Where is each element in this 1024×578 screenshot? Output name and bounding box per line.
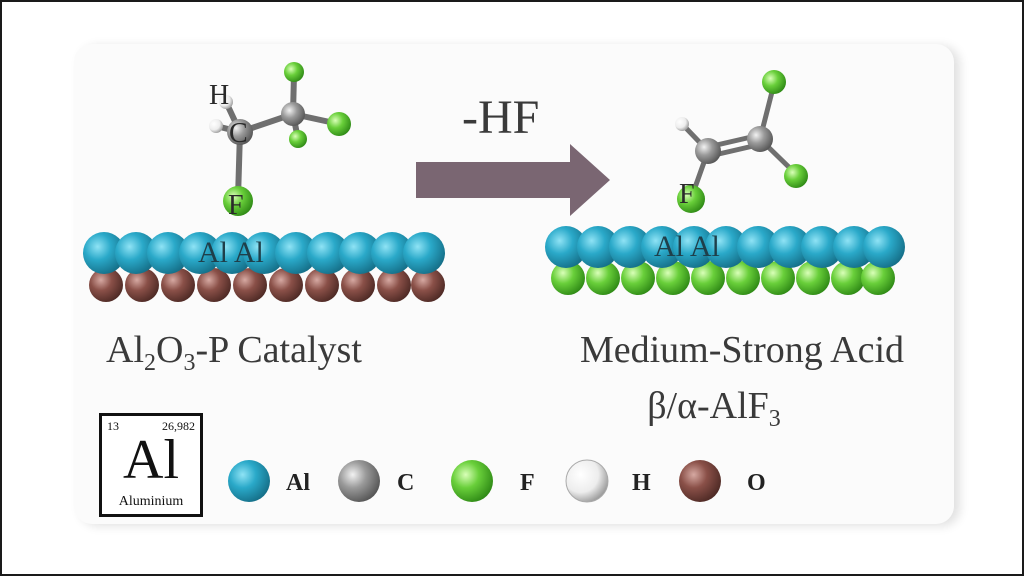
legend-swatch-h bbox=[565, 459, 609, 503]
legend-swatch-al bbox=[228, 460, 270, 502]
left-f-atom-adsorbed bbox=[223, 186, 253, 216]
left-c-atom-1 bbox=[227, 119, 253, 145]
right-c-atom-2 bbox=[747, 126, 773, 152]
left-atom-label-c: C bbox=[229, 118, 248, 149]
right-caption-line2: β/α-AlF3 bbox=[647, 385, 781, 432]
legend-label-h: H bbox=[632, 470, 651, 496]
left-surface-o-row bbox=[89, 268, 445, 302]
right-molecule-bonds bbox=[681, 81, 799, 199]
right-surface-al-row bbox=[545, 226, 905, 268]
reaction-arrow bbox=[416, 144, 610, 216]
element-atomic-number: 13 bbox=[107, 419, 119, 433]
left-surface-al-row bbox=[83, 232, 445, 274]
left-surface-al-label: Al Al bbox=[198, 236, 264, 269]
legend-label-f: F bbox=[520, 470, 535, 496]
left-f-atom-lower bbox=[289, 130, 307, 148]
right-c-atom-1 bbox=[695, 138, 721, 164]
right-caption-line1: Medium-Strong Acid bbox=[580, 329, 904, 371]
legend-label-al: Al bbox=[286, 470, 310, 496]
left-h-atom-2 bbox=[209, 119, 223, 133]
legend: Al C F H O bbox=[228, 459, 766, 503]
right-f-atom-right bbox=[784, 164, 808, 188]
legend-label-o: O bbox=[747, 470, 766, 496]
left-c-atom-2 bbox=[281, 102, 305, 126]
left-f-atom-right bbox=[327, 112, 351, 136]
right-atom-label-f: F bbox=[679, 179, 695, 210]
legend-swatch-f bbox=[451, 460, 493, 502]
left-h-atom-1 bbox=[219, 95, 233, 109]
right-f-atom-top bbox=[762, 70, 786, 94]
reaction-reagent-label: -HF bbox=[462, 91, 539, 144]
left-atom-label-f: F bbox=[228, 190, 244, 221]
element-card: 13 26,982 Al Aluminium bbox=[99, 413, 203, 517]
legend-swatch-c bbox=[338, 460, 380, 502]
right-h-atom bbox=[675, 117, 689, 131]
right-surface-f-row bbox=[551, 261, 895, 295]
element-symbol: Al bbox=[123, 429, 179, 491]
legend-swatch-o bbox=[679, 460, 721, 502]
right-f-atom-lower bbox=[677, 185, 705, 213]
left-caption: Al2O3-P Catalyst bbox=[106, 329, 362, 376]
element-name: Aluminium bbox=[118, 494, 184, 509]
left-atom-label-h: H bbox=[209, 80, 229, 111]
right-surface-al-label: Al Al bbox=[654, 230, 720, 263]
legend-label-c: C bbox=[397, 470, 414, 496]
left-f-atom-top bbox=[284, 62, 304, 82]
element-atomic-mass: 26,982 bbox=[162, 419, 195, 433]
